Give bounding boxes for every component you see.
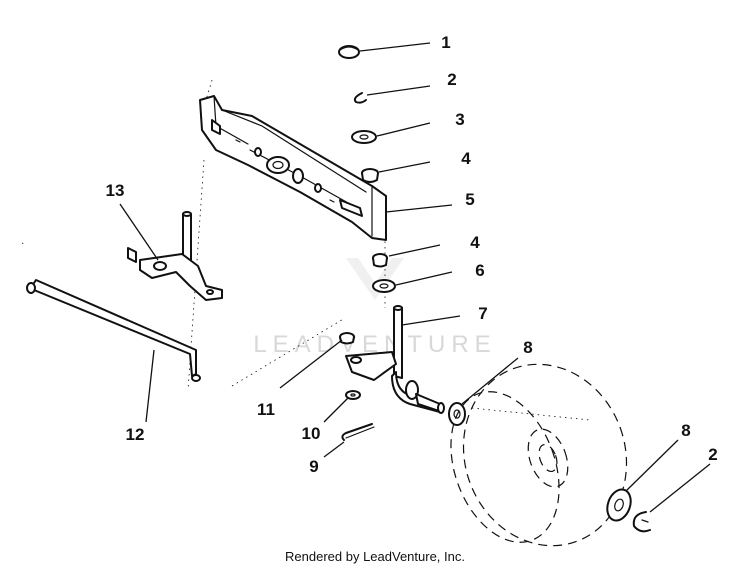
part-13-steering-arm	[127, 211, 223, 301]
tire-outline	[450, 363, 628, 547]
part-8-washer-wheel	[606, 488, 632, 522]
callout-11: 11	[257, 400, 275, 419]
part-6-washer	[372, 279, 396, 293]
part-12-drag-link	[26, 279, 201, 382]
part-1-cap	[338, 45, 360, 59]
callout-4: 4	[470, 233, 480, 252]
part-2-e-ring	[353, 92, 367, 104]
callout-8: 8	[681, 421, 690, 440]
callout-8: 8	[523, 338, 532, 357]
callout-9: 9	[309, 457, 318, 476]
part-2-e-ring-wheel	[632, 511, 651, 533]
part-9-cotter-pin	[341, 423, 375, 441]
callout-13: 13	[106, 181, 125, 200]
part-3-washer	[351, 130, 377, 144]
watermark-logo	[346, 258, 404, 300]
callout-2: 2	[708, 445, 717, 464]
callout-3: 3	[455, 110, 464, 129]
part-4-bushing-upper	[361, 168, 379, 183]
callout-12: 12	[126, 425, 145, 444]
callout-4: 4	[461, 149, 471, 168]
callout-10: 10	[302, 424, 321, 443]
leader-lines	[119, 42, 711, 513]
callout-labels: 1 2 3 4 5 4 6 7 8 11 10 9 12 13 8 2	[106, 33, 718, 476]
callout-7: 7	[478, 304, 487, 323]
part-7-spindle	[345, 305, 445, 414]
callout-1: 1	[441, 33, 450, 52]
footer-credit: Rendered by LeadVenture, Inc.	[285, 549, 465, 564]
part-11-nut	[339, 332, 355, 345]
callout-2: 2	[447, 70, 456, 89]
part-4-bushing-lower	[372, 253, 388, 268]
part-10-washer	[345, 390, 361, 400]
callout-6: 6	[475, 261, 484, 280]
assembly-guide-lines	[21, 79, 591, 421]
part-5-front-axle	[199, 95, 387, 241]
callout-5: 5	[465, 190, 474, 209]
